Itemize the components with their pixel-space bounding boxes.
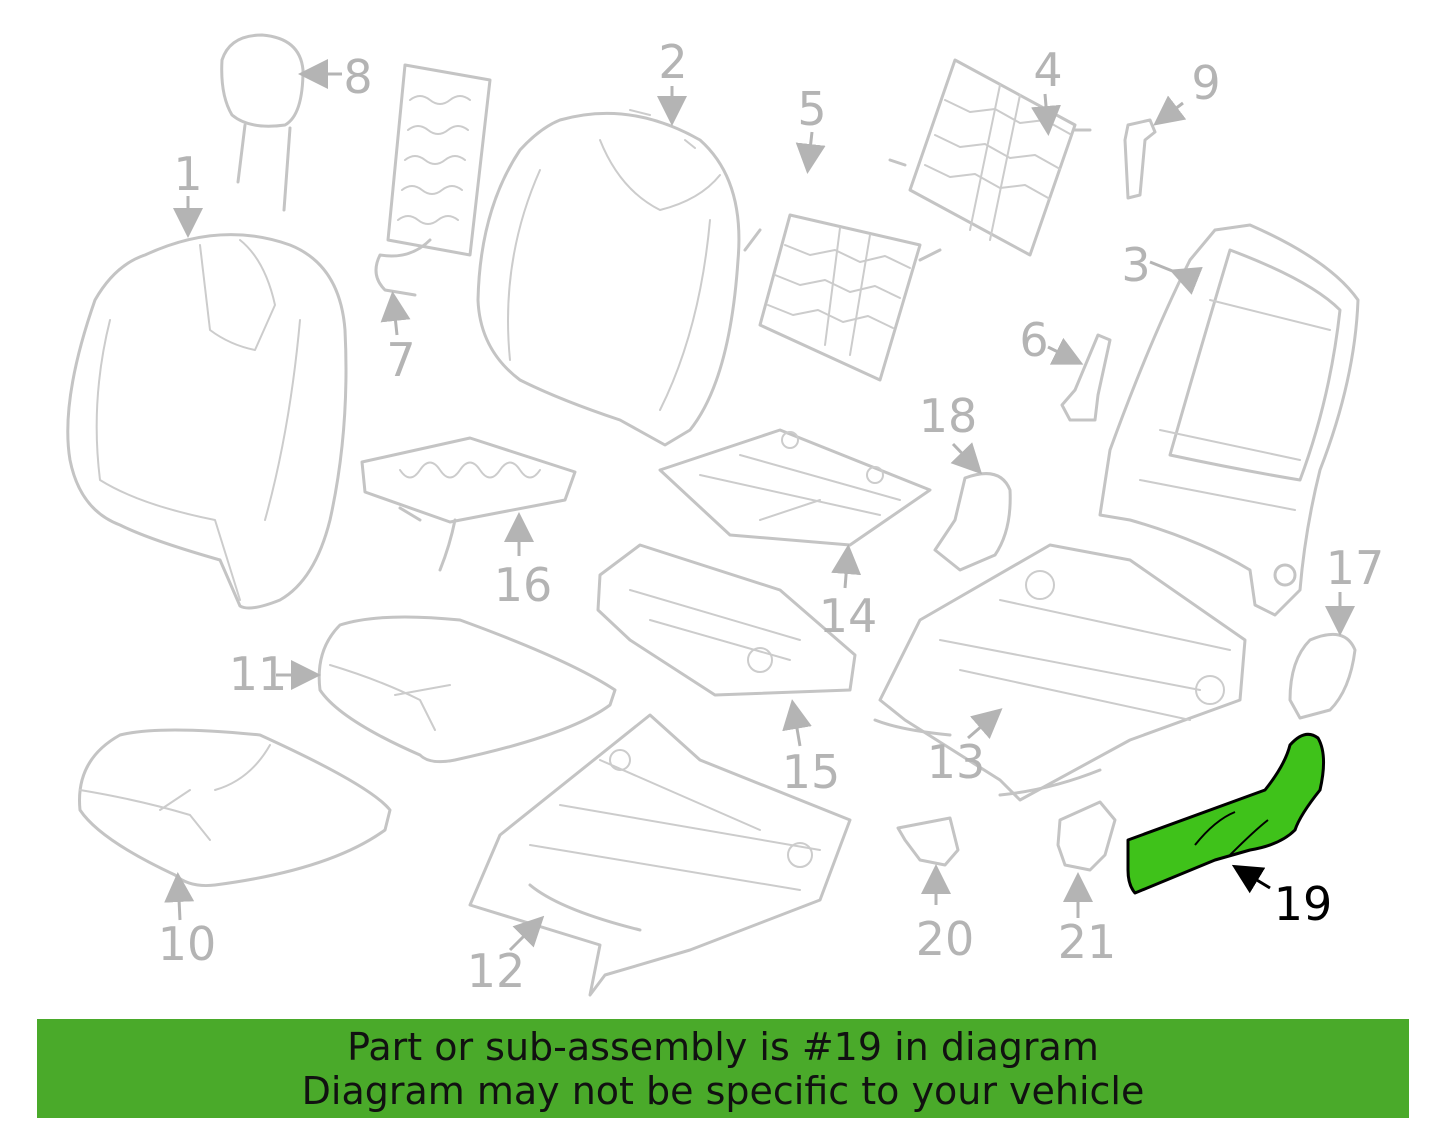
info-banner: Part or sub-assembly is #19 in diagram D… — [37, 1019, 1409, 1118]
label-8: 8 — [343, 50, 372, 104]
part-10-cushion-cover[interactable] — [78, 728, 392, 887]
part-21-switch[interactable] — [1056, 800, 1117, 872]
label-10: 10 — [158, 917, 217, 971]
seat-parts-diagram: 1 2 3 4 5 6 7 8 9 10 11 12 13 14 15 16 1… — [66, 33, 1385, 998]
banner-line-1: Part or sub-assembly is #19 in diagram — [347, 1024, 1099, 1069]
label-4: 4 — [1033, 43, 1062, 97]
part-20-bracket[interactable] — [896, 816, 960, 867]
part-6-bracket[interactable] — [1060, 333, 1112, 422]
label-5: 5 — [797, 82, 826, 136]
part-18-side-trim[interactable] — [933, 472, 1012, 572]
part-number-labels: 1 2 3 4 5 6 7 8 9 10 11 12 13 14 15 16 1… — [158, 35, 1385, 998]
label-13: 13 — [927, 735, 986, 789]
part-2-seatback-assembly[interactable] — [476, 109, 741, 447]
leader-lines — [164, 59, 1355, 952]
label-18: 18 — [919, 389, 978, 443]
part-8-headrest[interactable] — [220, 33, 305, 212]
label-9: 9 — [1191, 56, 1220, 110]
label-3: 3 — [1121, 238, 1150, 292]
label-19: 19 — [1274, 877, 1333, 931]
part-11-cushion-pad[interactable] — [317, 615, 617, 764]
label-20: 20 — [916, 912, 975, 966]
banner-line-2: Diagram may not be specific to your vehi… — [301, 1068, 1145, 1113]
label-16: 16 — [494, 558, 553, 612]
part-5-back-mat[interactable] — [743, 213, 942, 382]
part-17-side-cover[interactable] — [1288, 632, 1357, 720]
part-15-cushion-pan[interactable] — [596, 543, 857, 697]
part-19-side-shield[interactable] — [1126, 732, 1325, 895]
part-7-heater-pad[interactable] — [374, 63, 492, 297]
label-15: 15 — [782, 745, 841, 799]
label-17: 17 — [1326, 541, 1385, 595]
part-13-power-track[interactable] — [873, 543, 1247, 802]
label-2: 2 — [658, 35, 687, 89]
part-4-suspension-mat[interactable] — [888, 58, 1092, 257]
label-12: 12 — [467, 944, 526, 998]
label-21: 21 — [1058, 915, 1117, 969]
part-1-seatback-cover[interactable] — [66, 233, 348, 610]
label-6: 6 — [1019, 313, 1048, 367]
label-1: 1 — [173, 147, 202, 201]
part-3-back-frame[interactable] — [1098, 223, 1360, 617]
part-12-seat-track[interactable] — [468, 713, 852, 997]
label-7: 7 — [386, 333, 415, 387]
label-14: 14 — [819, 589, 878, 643]
part-9-clip[interactable] — [1123, 118, 1157, 200]
part-14-cushion-mat[interactable] — [658, 428, 932, 547]
part-16-cushion-heater[interactable] — [360, 436, 577, 572]
label-11: 11 — [229, 647, 288, 701]
